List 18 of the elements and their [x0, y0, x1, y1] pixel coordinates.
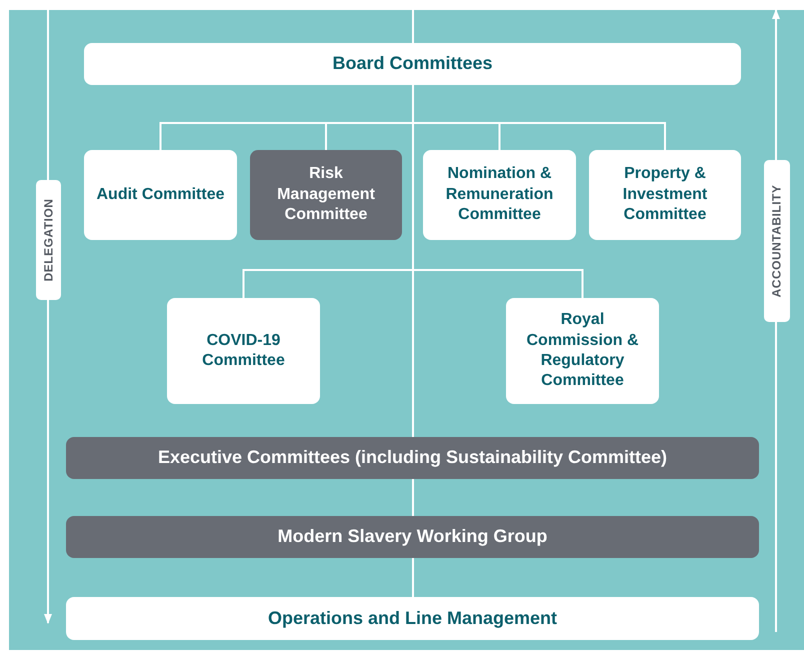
- committee-box: Risk Management Committee: [250, 150, 402, 240]
- committee-box: Property & Investment Committee: [589, 150, 741, 240]
- committee-box: Royal Commission & Regulatory Committee: [506, 298, 659, 404]
- direction-label: DELEGATION: [40, 198, 56, 282]
- committee-box: Operations and Line Management: [66, 597, 759, 640]
- connector-line: [412, 479, 414, 516]
- committee-box: Board Committees: [84, 43, 741, 85]
- committee-box: Nomination & Remuneration Committee: [423, 150, 576, 240]
- direction-label: ACCOUNTABILITY: [769, 184, 784, 298]
- connector-line: [412, 10, 414, 43]
- connector-line: [412, 558, 414, 597]
- committee-box: COVID-19 Committee: [167, 298, 320, 404]
- label-tag: [36, 180, 61, 300]
- committee-box: Audit Committee: [84, 150, 237, 240]
- label-tag: [764, 160, 790, 322]
- connector-line: [412, 85, 414, 437]
- committee-box: Modern Slavery Working Group: [66, 516, 759, 558]
- committee-box: Executive Committees (including Sustainability Committee): [66, 437, 759, 479]
